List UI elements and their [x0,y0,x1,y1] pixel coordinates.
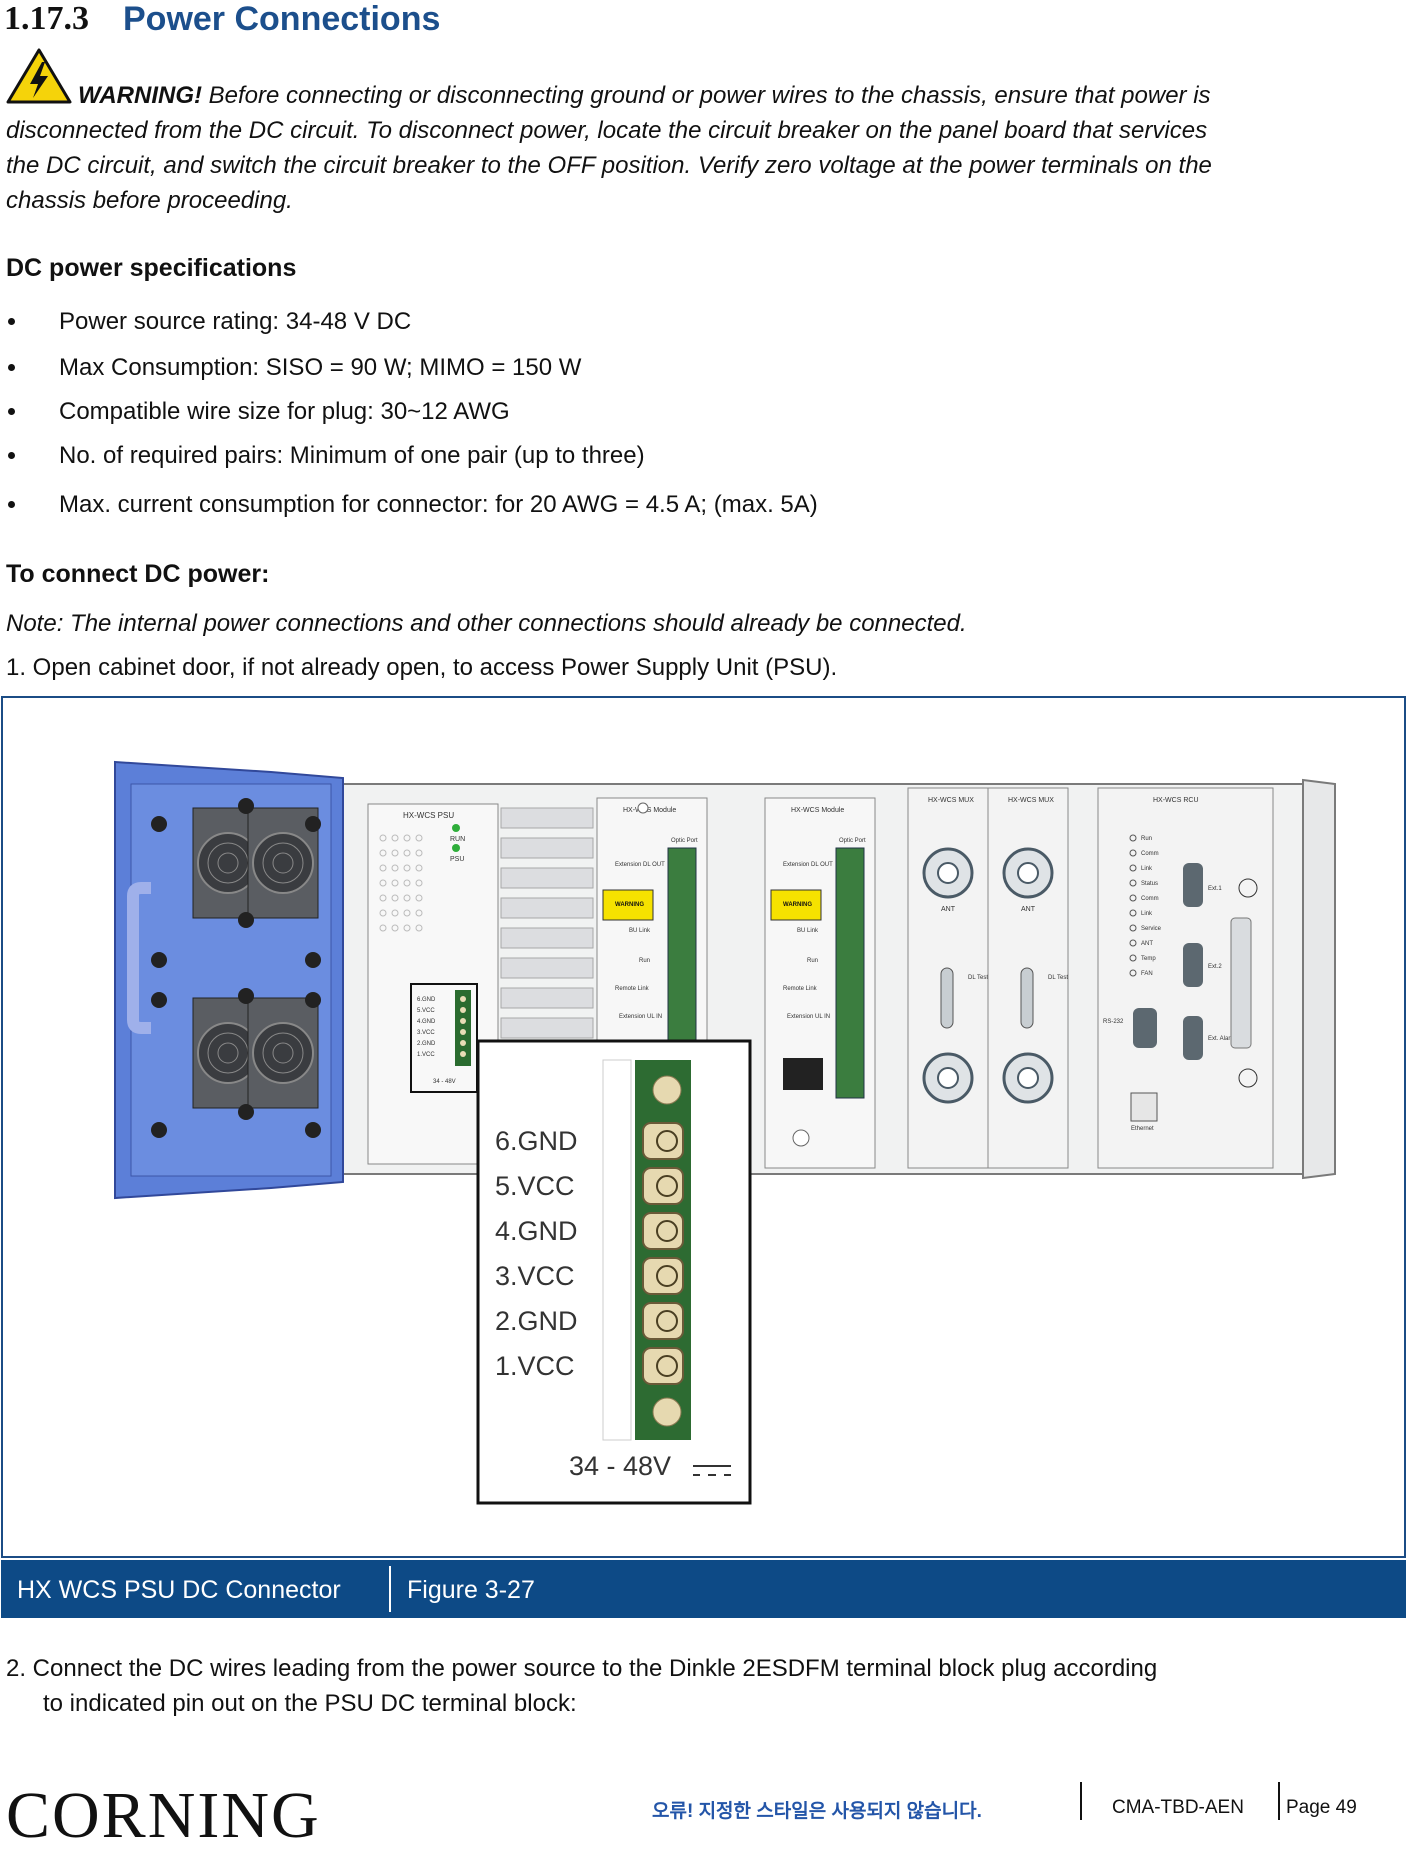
spec-item-text: Max. current consumption for connector: … [59,491,818,518]
ext-alarm-label: Ext. Alarm [1208,1036,1235,1042]
extension-dl-label: Extension DL OUT [783,862,833,868]
rcu-label: HX-WCS RCU [1153,797,1199,804]
extension-ul-label: Extension UL IN [619,1014,662,1020]
caption-divider [389,1566,391,1612]
pin-label-5: 5.VCC [495,1171,575,1201]
warning-line-2: disconnected from the DC circuit. To dis… [6,117,1208,144]
pin-label-6: 6.GND [495,1126,578,1156]
psu-led-label: PSU [450,856,464,863]
dc-symbol-icon [693,1465,731,1476]
optic-port-label: Optic Port [671,838,698,844]
footer-page-number: Page 49 [1286,1797,1357,1818]
small-pin-label: 5.VCC [417,1008,435,1014]
step-2-line-1: 2. Connect the DC wires leading from the… [6,1655,1158,1682]
pin-label-2: 2.GND [495,1306,578,1336]
figure-frame: HX-WCS PSU RUN PSU [1,696,1406,1558]
ant-label: ANT [941,906,956,913]
small-pin-label: 6.GND [417,997,436,1003]
dl-test-label: DL Test [968,975,988,981]
run-led-label: Run [639,958,650,964]
footer-divider [1080,1782,1082,1820]
rcu-led-label: ANT [1141,941,1153,947]
run-led-label: Run [807,958,818,964]
footer-doc-id: CMA-TBD-AEN [1112,1797,1244,1818]
ethernet-label: Ethernet [1131,1126,1154,1132]
warning-line-1: WARNING! Before connecting or disconnect… [78,78,1211,113]
ext1-label: Ext.1 [1208,886,1222,892]
rcu-led-label: Status [1141,881,1158,887]
voltage-label: 34 - 48V [569,1451,671,1481]
bullet-icon [8,318,15,325]
warning-label: WARNING! [78,82,202,109]
rcu-led-label: Run [1141,836,1152,842]
small-pin-label: 2.GND [417,1041,436,1047]
psu-chassis-illustration: HX-WCS PSU RUN PSU [114,760,1336,1505]
ant-label: ANT [1021,906,1036,913]
fan-icon [247,997,319,1109]
mux-label: HX-WCS MUX [1008,797,1054,804]
spec-item-text: Compatible wire size for plug: 30~12 AWG [59,398,510,425]
small-pin-label: 1.VCC [417,1052,435,1058]
bu-link-label: BU Link [797,928,819,934]
figure-caption-bar: HX WCS PSU DC Connector Figure 3-27 [1,1560,1406,1618]
rcu-led-label: Temp [1141,956,1156,962]
mux-label: HX-WCS MUX [928,797,974,804]
psu-label: HX-WCS PSU [403,811,454,820]
procedure-note: Note: The internal power connections and… [6,610,967,637]
caption-figure-number: Figure 3-27 [407,1576,535,1604]
bullet-icon [8,452,15,459]
spec-item-text: Power source rating: 34-48 V DC [59,308,412,335]
pin-label-1: 1.VCC [495,1351,575,1381]
step-1: 1. Open cabinet door, if not already ope… [6,654,838,681]
remote-link-label: Remote Link [615,986,650,992]
module-label: HX-WCS Module [623,807,676,814]
bullet-icon [8,364,15,371]
pin-label-3: 3.VCC [495,1261,575,1291]
section-title: Power Connections [123,0,441,38]
small-voltage-label: 34 - 48V [433,1079,456,1085]
rcu-led-label: Link [1141,911,1153,917]
bullet-icon [8,501,15,508]
bullet-icon [8,408,15,415]
pin-label-4: 4.GND [495,1216,578,1246]
warning-icon [6,48,72,104]
spec-item-text: Max Consumption: SISO = 90 W; MIMO = 150… [59,354,582,381]
warning-line-3: the DC circuit, and switch the circuit b… [6,152,1212,179]
corning-logo: CORNING [6,1779,321,1852]
bu-link-label: BU Link [629,928,651,934]
rcu-led-label: FAN [1141,971,1153,977]
section-number: 1.17.3 [4,0,89,37]
spec-item-text: No. of required pairs: Minimum of one pa… [59,442,645,469]
small-pin-label: 4.GND [417,1019,436,1025]
step-2-line-2: to indicated pin out on the PSU DC termi… [43,1690,577,1717]
warning-text-1: Before connecting or disconnecting groun… [201,82,1211,109]
extension-ul-label: Extension UL IN [787,1014,830,1020]
footer-error-text: 오류! 지정한 스타일은 사용되지 않습니다. [652,1801,982,1822]
rs232-label: RS-232 [1103,1019,1124,1025]
warning-line-4: chassis before proceeding. [6,187,293,214]
rcu-led-label: Comm [1141,851,1159,857]
footer-divider [1278,1782,1280,1820]
caption-title: HX WCS PSU DC Connector [17,1576,341,1604]
optic-port-label: Optic Port [839,838,866,844]
laser-warning-label: WARNING [615,902,644,908]
module-label: HX-WCS Module [791,807,844,814]
ext2-label: Ext.2 [1208,964,1222,970]
procedure-heading: To connect DC power: [6,560,270,588]
rcu-led-label: Link [1141,866,1153,872]
specs-heading: DC power specifications [6,254,297,282]
dl-test-label: DL Test [1048,975,1068,981]
rcu-led-label: Comm [1141,896,1159,902]
small-pin-label: 3.VCC [417,1030,435,1036]
extension-dl-label: Extension DL OUT [615,862,665,868]
laser-warning-label: WARNING [783,902,812,908]
run-label: RUN [450,836,465,843]
remote-link-label: Remote Link [783,986,818,992]
rcu-led-label: Service [1141,926,1162,932]
